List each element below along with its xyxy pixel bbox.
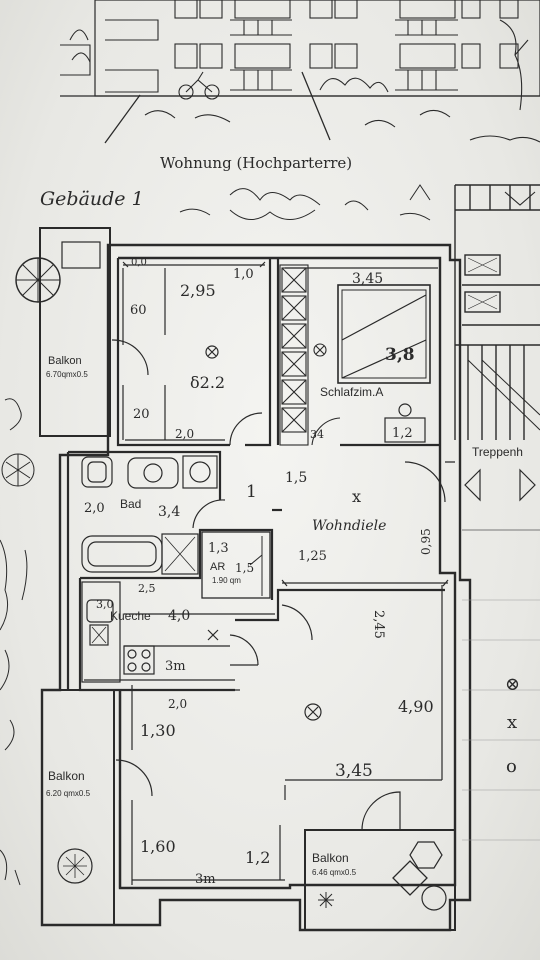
storage-size: 1.90 qm [212,576,241,585]
sw-dim-c: 3m [195,872,216,887]
room-sw [131,800,285,885]
legend-box [462,529,540,841]
balcony-bottom-size: 6.46 qmx0.5 [312,868,357,877]
building-elevation-sketch [60,0,540,144]
nw-dim-c: 60 [130,303,147,318]
living-room [131,579,449,831]
hall-number: 1 [246,482,257,502]
nw-area: δ2.2 [190,373,225,392]
living-dim-c: 3,45 [335,761,373,781]
balcony-top-name: Balkon [48,355,82,367]
nw-dim-b: 0,0 [131,257,147,268]
kitchen-dim-d: 3m [165,659,186,674]
balcony-top-left [15,227,149,437]
apartment-label: Wohnung (Hochparterre) [160,154,352,172]
bath-dim-b: 3,4 [158,504,180,520]
living-dim-b: 4,90 [398,697,434,716]
living-dim-e: 1,30 [140,721,176,740]
hall-x-mark: x [352,487,361,506]
building-label: Gebäude 1 [40,188,144,210]
stairwell [404,184,540,503]
balcony-bottom [304,829,456,931]
kitchen-dim-a: 4,0 [168,608,190,624]
storage-dim-b: 1,5 [235,561,254,575]
exterior-vegetation [0,184,431,886]
storage-name: AR [210,561,225,573]
kitchen-name: Kueche [110,609,151,623]
stairwell-name: Treppenh [472,445,523,459]
bath-dim-a: 2,0 [84,501,105,516]
sw-dim-a: 1,60 [140,837,176,856]
living-dim-d: 2,0 [168,697,187,711]
storage-room [201,531,271,599]
kitchen-dim-c: 2,5 [138,582,156,595]
living-dim-a: 2,45 [371,610,386,639]
hall-dim-c: 0,95 [419,528,433,555]
bedroom-dim-d: 34 [310,428,324,441]
balcony-left-size: 6.20 qmx0.5 [46,789,91,798]
bedroom-name: Schlafzim.A [320,385,383,399]
wardrobe [279,264,341,446]
legend-symbol-outlet: ⊗ [505,674,520,695]
bedroom-width-dim: 3,45 [352,271,383,287]
hall-name: Wohndiele [312,518,386,534]
bedroom [285,267,438,443]
hall-dim-b: 1,25 [298,549,327,564]
room-nw [122,261,266,446]
kitchen [81,581,275,683]
balcony-bottom-name: Balkon [312,851,349,865]
legend-symbol-circle: o [506,756,517,777]
legend-symbol-cross: x [507,712,517,733]
sw-dim-b: 1,2 [245,848,270,867]
balcony-left-name: Balkon [48,769,85,783]
nw-dim-a: 1,0 [233,267,254,282]
nw-dim-d: 20 [133,407,150,422]
balcony-left [41,689,153,926]
kitchen-dim-b: 3,0 [96,598,114,611]
nw-dim-e: 2,0 [175,427,194,441]
bedroom-dim-e: 1,2 [392,426,413,441]
bath-name: Bad [120,497,141,511]
bedroom-area: 3,8 [385,345,415,365]
storage-dim-a: 1,3 [208,541,229,556]
bathroom [81,455,226,575]
balcony-top-size: 6.70qmx0.5 [46,370,88,379]
nw-width-dim: 2,95 [180,281,216,300]
hall-width-dim: 1,5 [285,470,307,486]
